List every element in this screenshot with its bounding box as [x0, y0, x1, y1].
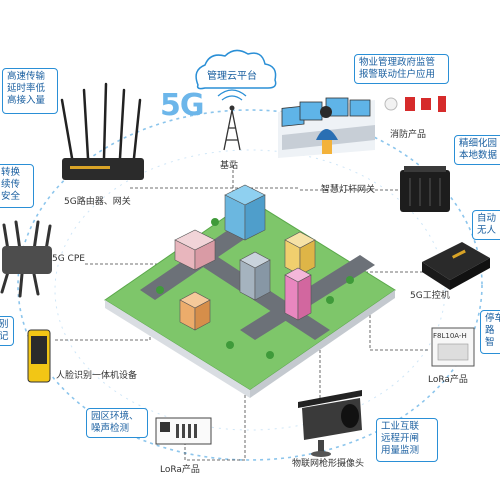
lora-right-feature-3: 智	[485, 337, 495, 348]
router-feature-box: 高速传输 延时率低 高接入量	[2, 68, 58, 114]
face-label: 人脸识别一体机设备	[56, 371, 138, 381]
lora-left-feature-1: 园区环境、	[91, 411, 139, 422]
cpe-feature-box: 转换 续传 安全	[0, 164, 34, 208]
ipc-label: 5G工控机	[410, 291, 450, 301]
monitor-feature-1: 物业管理政府监管	[359, 57, 436, 68]
camera-feature-box: 工业互联 远程开闸 用量监测	[376, 418, 438, 462]
camera-feature-3: 用量监测	[381, 445, 420, 456]
cpe-feature-2: 续传	[1, 179, 21, 190]
lora-chip-text: F8L10A-H	[433, 332, 467, 340]
lora-left-label: LoRa产品	[160, 465, 200, 475]
5g-logo-text: 5G	[160, 88, 204, 123]
smartpole-feature-2: 本地数据	[459, 150, 498, 161]
face-feature-box: 别 记	[0, 316, 14, 346]
lora-left-feature-box: 园区环境、 噪声检测	[86, 408, 148, 438]
smartpole-label: 智慧灯杆网关	[321, 185, 376, 195]
smartpole-feature-1: 精细化园	[459, 138, 498, 149]
face-feature-2: 记	[0, 331, 9, 342]
cpe-feature-1: 转换	[1, 167, 21, 178]
router-feature-2: 延时率低	[7, 83, 46, 94]
face-feature-1: 别	[0, 319, 9, 330]
lora-right-connector	[369, 305, 430, 351]
monitor-feature-box: 物业管理政府监管 报警联动住户应用	[354, 54, 449, 84]
cpe-label: 5G CPE	[52, 254, 85, 264]
tower-label: 基站	[220, 161, 239, 171]
cloud-label: 管理云平台	[207, 71, 257, 82]
lora-left-connector	[184, 380, 246, 461]
network-orbit	[17, 109, 483, 461]
lora-right-label: LoRa产品	[428, 375, 468, 385]
smartpole-feature-box: 精细化园 本地数据	[454, 135, 500, 165]
inner-orbit	[54, 149, 446, 431]
cpe-feature-3: 安全	[1, 191, 21, 202]
router-label: 5G路由器、网关	[64, 197, 131, 207]
lora-right-feature-2: 路	[485, 325, 495, 336]
monitor-feature-2: 报警联动住户应用	[359, 69, 436, 80]
monitor-label: 消防产品	[390, 130, 427, 140]
camera-feature-1: 工业互联	[381, 421, 420, 432]
ipc-feature-2: 无人	[477, 225, 497, 236]
ipc-feature-1: 自动	[477, 213, 497, 224]
camera-feature-2: 远程开闸	[381, 433, 420, 444]
camera-label: 物联网枪形摄像头	[292, 459, 365, 469]
ipc-feature-box: 自动 无人	[472, 210, 500, 240]
router-feature-1: 高速传输	[7, 71, 46, 82]
lora-left-feature-2: 噪声检测	[91, 423, 130, 434]
lora-right-feature-1: 停车	[485, 313, 500, 324]
router-feature-3: 高接入量	[7, 95, 46, 106]
lora-right-feature-box: 停车 路 智	[480, 310, 500, 354]
